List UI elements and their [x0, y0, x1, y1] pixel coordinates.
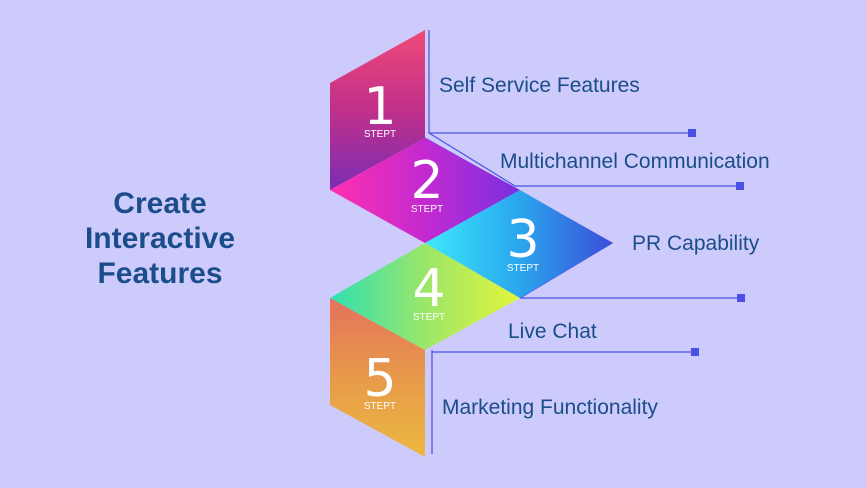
step-2-shape — [330, 138, 520, 243]
step-4-label: STEPT — [413, 312, 445, 323]
connector-end-markers — [688, 129, 745, 356]
step-5-label: STEPT — [364, 401, 396, 412]
feature-label-2: Multichannel Communication — [500, 150, 770, 173]
title-line-3: Features — [97, 257, 223, 290]
title-line-2: Interactive — [84, 222, 236, 255]
step-5-number: 5 — [363, 349, 396, 409]
step-4-number: 4 — [412, 259, 445, 319]
step-3-shape — [425, 190, 612, 298]
step-1-number: 1 — [363, 77, 396, 137]
step-3-number: 3 — [506, 210, 539, 270]
step-5-shape — [330, 298, 425, 457]
step-1-shape — [330, 30, 425, 190]
step-1-label: STEPT — [364, 129, 396, 140]
marker-4 — [691, 348, 699, 356]
step-2-number: 2 — [410, 151, 443, 211]
marker-1 — [688, 129, 696, 137]
marker-3 — [737, 294, 745, 302]
connector-line-2 — [428, 132, 740, 187]
step-4-shape — [330, 243, 520, 350]
diagram-title: Create Interactive Features — [60, 186, 260, 291]
feature-label-1: Self Service Features — [439, 74, 640, 97]
step-2-label: STEPT — [411, 204, 443, 215]
title-line-1: Create — [113, 187, 207, 220]
step-3-label: STEPT — [507, 263, 539, 274]
feature-label-4: Live Chat — [508, 320, 597, 343]
feature-label-3: PR Capability — [632, 232, 760, 255]
marker-2 — [736, 182, 744, 190]
feature-label-5: Marketing Functionality — [442, 396, 658, 419]
